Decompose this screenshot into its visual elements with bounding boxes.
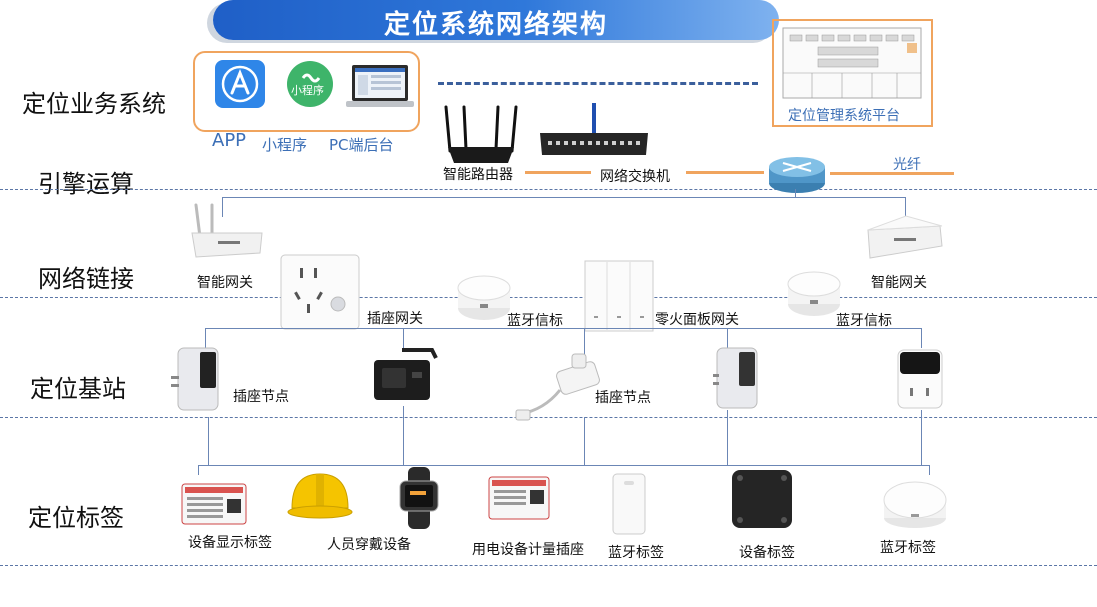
tag-rise-5: [921, 410, 922, 465]
router-switch-link: [525, 171, 591, 174]
beacon-left-label: 蓝牙信标: [507, 313, 563, 329]
bt-tag-label: 蓝牙标签: [608, 545, 664, 561]
miniprogram-label: 小程序: [262, 136, 308, 154]
helmet-icon: [286, 470, 354, 522]
beacon-left-icon: [456, 270, 512, 322]
smartwatch-icon: [398, 467, 442, 529]
tag-rise-2: [403, 406, 404, 465]
extension-plug-icon: [514, 352, 600, 422]
divider-tag: [0, 565, 1097, 566]
divider-network: [0, 297, 1097, 298]
panel-switch-icon: [584, 260, 654, 332]
divider-base: [0, 417, 1097, 418]
platform-link-line: [438, 82, 758, 85]
gateway-left-icon: [190, 203, 264, 259]
base-drop-5: [921, 328, 922, 348]
switch-label: 网络交换机: [600, 169, 670, 185]
app-store-icon: [214, 59, 266, 109]
wall-socket-icon: [280, 254, 360, 330]
metering-socket-icon: [488, 476, 550, 520]
divider-engine: [0, 189, 1097, 190]
bt-card-icon: [612, 473, 646, 535]
router-icon: [444, 103, 518, 165]
tag-rise-4: [727, 410, 728, 465]
beacon-right-label: 蓝牙信标: [836, 313, 892, 329]
gateway-right-drop: [905, 197, 906, 217]
plug-node-right-icon: [896, 348, 944, 412]
miniprogram-icon: 小程序: [286, 60, 334, 108]
layer-label-network: 网络链接: [38, 265, 134, 293]
base-drop-1: [205, 328, 206, 348]
layer-label-business: 定位业务系统: [22, 90, 166, 118]
gateway-left-label: 智能网关: [197, 275, 253, 291]
plug-node-left-icon: [170, 346, 220, 412]
metering-socket-label: 用电设备计量插座: [472, 542, 584, 558]
diagram-title: 定位系统网络架构: [383, 10, 608, 40]
bt-tag-right-label: 蓝牙标签: [880, 540, 936, 556]
tag-drop-1: [198, 465, 199, 475]
outdoor-plug-icon: [372, 346, 442, 406]
socket-gateway-label: 插座网关: [367, 311, 423, 327]
base-drop-2: [403, 328, 404, 348]
fiber-router-icon: [767, 155, 827, 195]
laptop-icon: [344, 63, 416, 109]
base-drop-3: [584, 328, 585, 356]
gateway-left-drop: [222, 197, 223, 217]
tag-drop-2: [929, 465, 930, 475]
panel-gateway-label: 零火面板网关: [655, 312, 739, 328]
switch-fiber-link: [686, 171, 764, 174]
switch-icon: [538, 103, 650, 159]
fiber-line: [830, 172, 954, 175]
floor-plan-icon: [782, 27, 922, 99]
client-apps-box: [193, 51, 420, 132]
layer-label-base-station: 定位基站: [30, 375, 126, 403]
gateway-right-icon: [866, 212, 944, 262]
puck-tag-icon: [882, 478, 948, 530]
base-station-bus-line: [205, 328, 921, 329]
base-drop-4: [727, 328, 728, 348]
tag-rise-3: [584, 417, 585, 465]
device-tag-label: 设备标签: [739, 545, 795, 561]
display-tag-label: 设备显示标签: [188, 535, 272, 551]
beacon-right-icon: [786, 266, 842, 318]
socket-node-left-label: 插座节点: [233, 389, 289, 405]
platform-label: 定位管理系统平台: [788, 108, 900, 124]
display-tag-icon: [181, 483, 247, 525]
tag-rise-1: [208, 417, 209, 465]
plug-node-mid-icon: [713, 346, 759, 410]
wearable-label: 人员穿戴设备: [327, 537, 411, 553]
device-tag-icon: [730, 468, 794, 530]
gateway-right-label: 智能网关: [871, 275, 927, 291]
platform-box: 定位管理系统平台: [772, 19, 933, 127]
fiber-drop-line: [795, 189, 796, 198]
miniprogram-icon-text: 小程序: [291, 84, 324, 97]
socket-node-mid-label: 插座节点: [595, 390, 651, 406]
pc-backend-label: PC端后台: [329, 136, 394, 154]
router-label: 智能路由器: [443, 167, 513, 183]
layer-label-engine: 引擎运算: [38, 170, 134, 198]
fiber-label: 光纤: [893, 157, 921, 173]
layer-label-tag: 定位标签: [28, 504, 124, 532]
title-bar: 定位系统网络架构: [213, 0, 779, 40]
app-label: APP: [212, 130, 247, 151]
tag-bus-line: [198, 465, 929, 466]
network-bus-line: [222, 197, 906, 198]
